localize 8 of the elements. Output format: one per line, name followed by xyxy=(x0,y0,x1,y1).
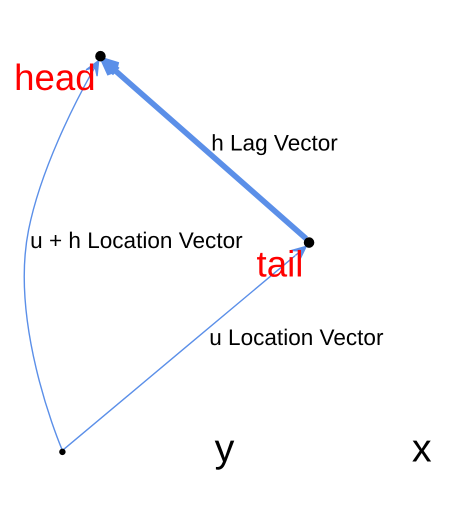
node-cross xyxy=(59,448,66,455)
edge-label: u Location Vector xyxy=(209,324,384,350)
edge-label: h Lag Vector xyxy=(211,130,338,156)
node-circle xyxy=(95,50,106,61)
label: y xyxy=(214,426,234,470)
label: x xyxy=(412,426,432,470)
edge-label: u + h Location Vector xyxy=(30,227,243,252)
node-circle xyxy=(304,236,314,248)
